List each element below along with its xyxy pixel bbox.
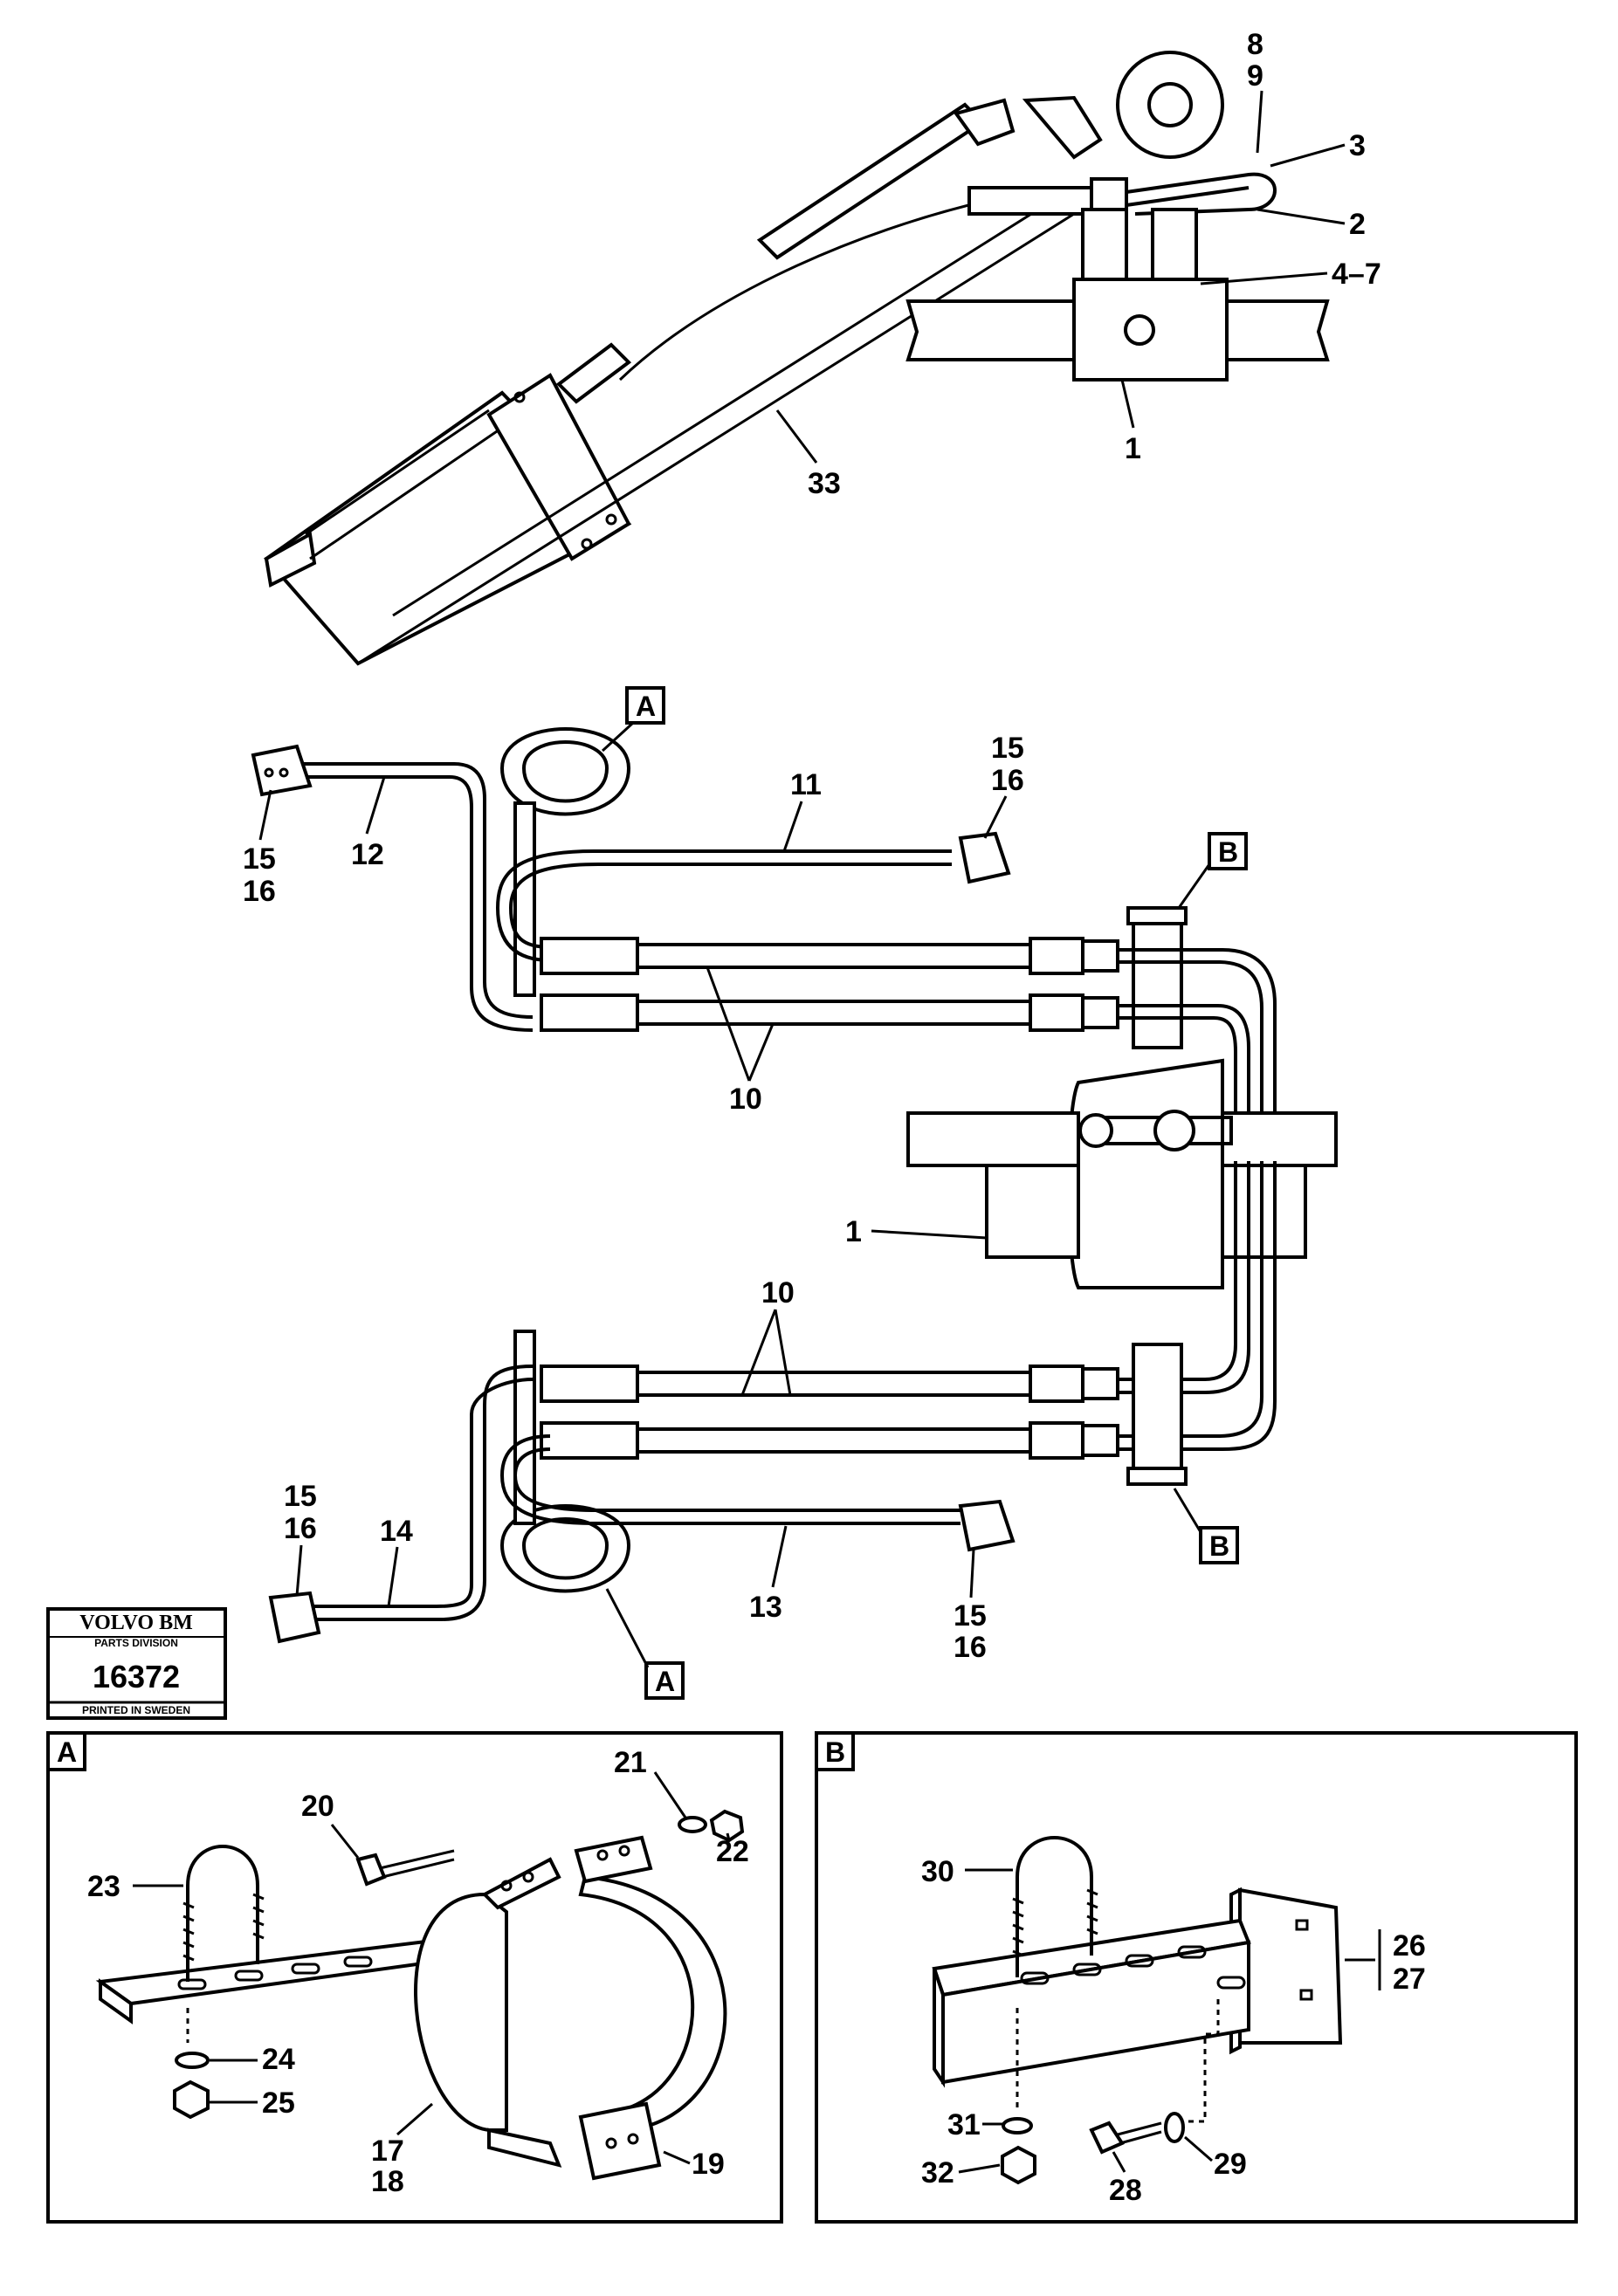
- callout-32: 32: [921, 2156, 954, 2189]
- callout-2: 2: [1349, 208, 1366, 241]
- middle-valve-block: [906, 1058, 1338, 1451]
- tag-a-detail: [46, 1731, 86, 1771]
- callout-31: 31: [947, 2108, 981, 2141]
- stamp-division: PARTS DIVISION: [94, 1637, 178, 1649]
- top-valve-block: [905, 278, 1330, 382]
- callout-22: 22: [716, 1835, 749, 1868]
- tag-b-top: [1208, 832, 1248, 870]
- detail-b-panel: B: [815, 1731, 1578, 2224]
- callout-15-a: 15: [243, 842, 276, 876]
- middle-section-tags: A B B A: [601, 686, 1248, 1700]
- callout-15-d: 15: [954, 1599, 987, 1633]
- tag-b-detail: [815, 1731, 855, 1771]
- top-cylinder-assembly: [264, 51, 1330, 666]
- tag-a-top: [625, 686, 665, 725]
- svg-text:A: A: [636, 691, 656, 722]
- callout-15-c: 15: [284, 1480, 317, 1513]
- callout-18: 18: [371, 2165, 404, 2198]
- callout-16-c: 16: [284, 1512, 317, 1545]
- callout-26: 26: [1393, 1929, 1426, 1963]
- callout-30: 30: [921, 1855, 954, 1888]
- callout-3: 3: [1349, 129, 1366, 162]
- tag-a-bottom: [644, 1661, 685, 1700]
- callout-10-bottom: 10: [761, 1276, 795, 1310]
- volvo-bm-stamp: VOLVO BM PARTS DIVISION 16372 PRINTED IN…: [46, 1607, 227, 1720]
- detail-a-panel: A: [46, 1731, 783, 2224]
- middle-pipe-assembly: [251, 727, 1338, 1644]
- callout-19: 19: [692, 2148, 725, 2181]
- callout-21: 21: [614, 1746, 647, 1779]
- stamp-number: 16372: [93, 1659, 180, 1695]
- tag-b-bottom: [1199, 1526, 1239, 1564]
- callout-25: 25: [262, 2086, 295, 2120]
- callout-27: 27: [1393, 1963, 1426, 1996]
- callout-10-top: 10: [729, 1083, 762, 1116]
- middle-callouts: 15 16 12 11 15 16 10 1 10 15 16 14 13 15…: [243, 732, 1024, 1664]
- callout-16-a: 16: [243, 875, 276, 908]
- callout-23: 23: [87, 1870, 120, 1903]
- callout-15-b: 15: [991, 732, 1024, 765]
- callout-24: 24: [262, 2043, 295, 2076]
- svg-text:B: B: [825, 1736, 845, 1768]
- callout-11: 11: [790, 768, 822, 801]
- callout-1-top: 1: [1125, 432, 1141, 465]
- svg-text:B: B: [1209, 1530, 1229, 1562]
- callout-17: 17: [371, 2134, 404, 2168]
- callout-4-7: 4–7: [1332, 258, 1381, 291]
- stamp-printed: PRINTED IN SWEDEN: [82, 1704, 190, 1716]
- svg-text:B: B: [1218, 836, 1238, 868]
- stamp-brand: VOLVO BM: [79, 1612, 193, 1634]
- callout-16-d: 16: [954, 1631, 987, 1664]
- callout-1-mid: 1: [845, 1215, 862, 1248]
- callout-8: 8: [1247, 28, 1263, 61]
- callout-16-b: 16: [991, 764, 1024, 797]
- callout-29: 29: [1214, 2148, 1247, 2181]
- svg-text:A: A: [655, 1666, 675, 1697]
- callout-13: 13: [749, 1591, 782, 1624]
- svg-text:A: A: [57, 1736, 77, 1768]
- detail-b-callouts: 30 26 27 31 32 28 29: [921, 1855, 1426, 2207]
- callout-9: 9: [1247, 59, 1263, 93]
- top-callouts: 8 9 3 2 4–7 1 33: [775, 28, 1381, 500]
- callout-20: 20: [301, 1790, 334, 1823]
- callout-14: 14: [380, 1515, 413, 1548]
- callout-28: 28: [1109, 2174, 1142, 2207]
- detail-a-callouts: 20 21 22 23 24 25 17 18 19: [87, 1746, 749, 2198]
- callout-33: 33: [808, 467, 841, 500]
- callout-12: 12: [351, 838, 384, 871]
